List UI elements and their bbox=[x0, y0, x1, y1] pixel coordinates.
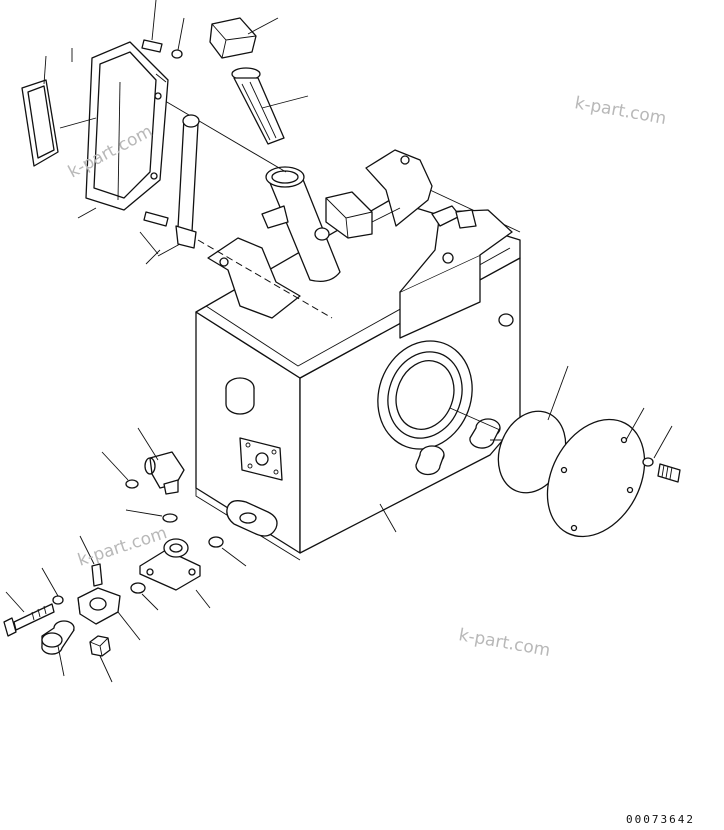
assembly-centerlines bbox=[159, 97, 545, 441]
o-ring-3 bbox=[208, 536, 224, 548]
cover-bolt bbox=[141, 39, 183, 59]
long-bolt bbox=[3, 603, 55, 637]
plug bbox=[41, 620, 75, 655]
o-ring-4 bbox=[130, 582, 146, 594]
elbow-fitting bbox=[144, 451, 185, 495]
flange-fitting bbox=[139, 538, 201, 591]
mount-block bbox=[77, 587, 121, 625]
cover-plate bbox=[85, 41, 169, 211]
o-ring-2 bbox=[162, 513, 178, 523]
pin bbox=[91, 563, 103, 587]
watermark-text: k-part.com bbox=[573, 93, 668, 129]
o-ring-1 bbox=[125, 479, 139, 489]
drawing-code: 00073642 bbox=[626, 813, 695, 826]
gauge-bolt bbox=[143, 211, 169, 227]
level-gauge bbox=[175, 114, 200, 249]
hydraulic-tank bbox=[195, 149, 521, 561]
cover-washer-right bbox=[642, 457, 654, 467]
hex-nut bbox=[89, 635, 111, 657]
bolt-washer bbox=[52, 595, 64, 605]
strainer bbox=[231, 67, 285, 145]
cover-plate-right bbox=[546, 418, 646, 538]
cover-gasket bbox=[21, 79, 59, 167]
watermark-text: k-part.com bbox=[457, 625, 552, 661]
filler-cap bbox=[209, 17, 257, 59]
cover-bolt-right bbox=[657, 463, 681, 483]
leader-lines bbox=[5, 0, 673, 683]
